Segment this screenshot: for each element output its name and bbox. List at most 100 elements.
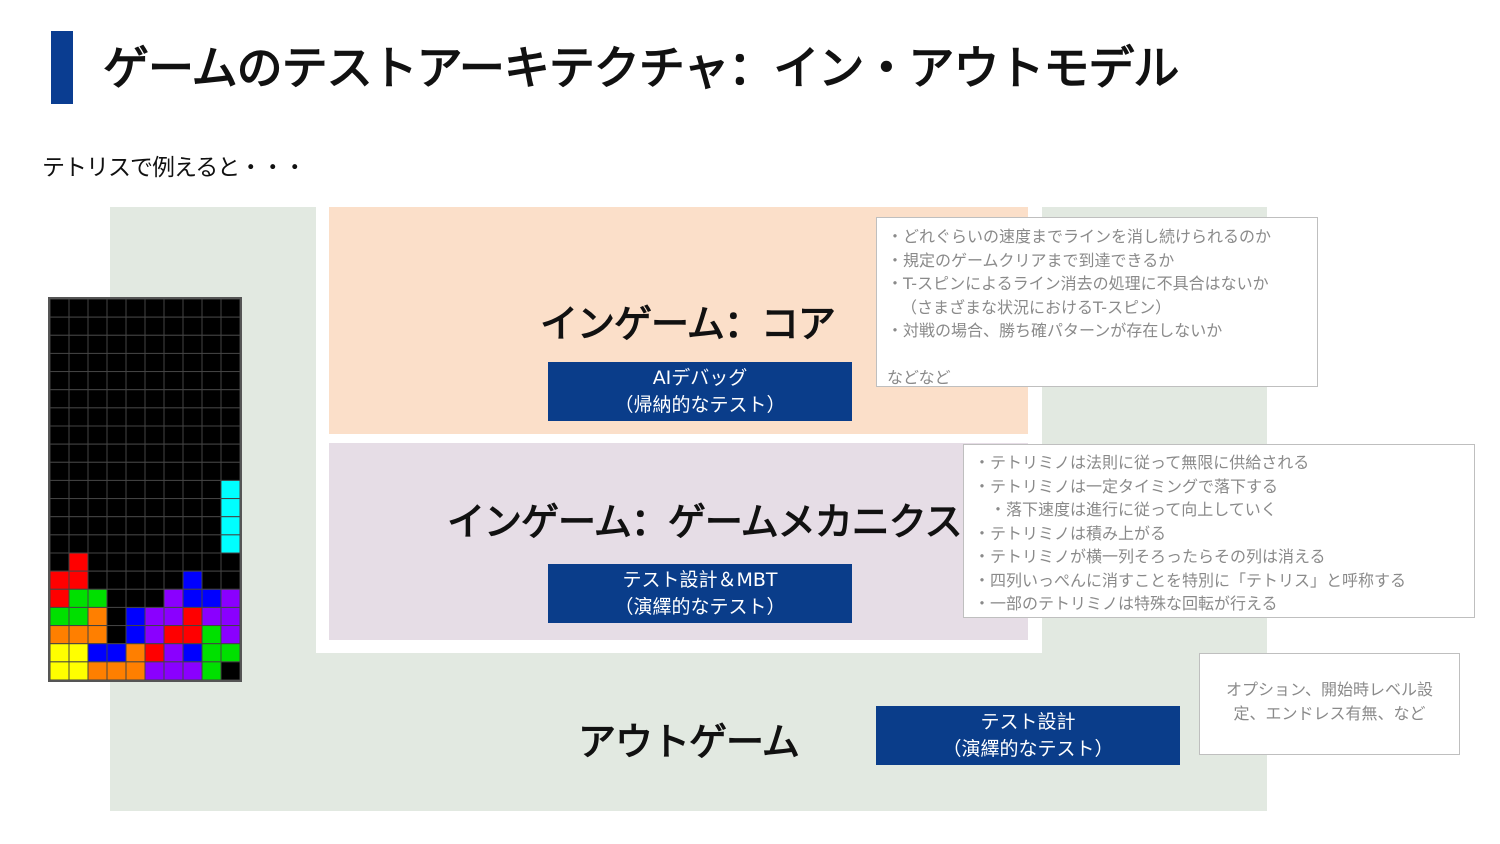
- mechanics-note: ・テトリミノは法則に従って無限に供給される: [974, 453, 1310, 472]
- board-cell-empty: [144, 588, 165, 608]
- board-cell-empty: [125, 443, 146, 463]
- board-cell-empty: [125, 498, 146, 518]
- tetromino-block: [163, 661, 184, 680]
- board-cell-empty: [163, 407, 184, 427]
- tetromino-block: [220, 625, 240, 645]
- board-cell-empty: [144, 407, 165, 427]
- board-cell-empty: [106, 389, 127, 409]
- board-cell-empty: [182, 334, 203, 354]
- tetromino-block: [182, 588, 203, 608]
- board-cell-empty: [50, 352, 70, 373]
- outgame-method-line1: テスト設計: [980, 710, 1076, 733]
- board-cell-empty: [163, 443, 184, 463]
- board-cell-empty: [68, 461, 89, 481]
- tetromino-block: [50, 570, 70, 590]
- board-cell-empty: [201, 516, 222, 536]
- board-cell-empty: [163, 371, 184, 391]
- tetromino-block: [182, 570, 203, 590]
- board-cell-empty: [144, 371, 165, 391]
- board-cell-empty: [144, 334, 165, 354]
- outgame-label: アウトゲーム: [578, 720, 800, 764]
- board-cell-empty: [68, 479, 89, 500]
- mechanics-note: ・四列いっぺんに消すことを特別に「テトリス」と呼称する: [974, 570, 1407, 590]
- ai-debug-line1: AIデバッグ: [652, 366, 748, 389]
- board-cell-empty: [106, 334, 127, 354]
- board-cell-empty: [144, 389, 165, 409]
- board-cell-empty: [201, 570, 222, 590]
- tetromino-block: [182, 625, 203, 645]
- board-cell-empty: [125, 516, 146, 536]
- tetromino-block: [106, 643, 127, 663]
- tetromino-block: [87, 625, 108, 645]
- board-cell-empty: [144, 516, 165, 536]
- board-cell-empty: [68, 371, 89, 391]
- tetromino-block: [68, 606, 89, 627]
- board-cell-empty: [50, 299, 70, 318]
- board-cell-empty: [182, 461, 203, 481]
- board-cell-empty: [144, 498, 165, 518]
- board-cell-empty: [182, 498, 203, 518]
- board-cell-empty: [201, 498, 222, 518]
- tetromino-block: [68, 643, 89, 663]
- test-design-mbt-box: テスト設計＆MBT （演繹的なテスト）: [548, 564, 852, 623]
- board-cell-empty: [182, 479, 203, 500]
- title-accent-bar: [51, 31, 73, 104]
- board-cell-empty: [201, 479, 222, 500]
- board-cell-empty: [87, 425, 108, 445]
- mechanics-note: ・落下速度は進行に従って向上していく: [990, 500, 1277, 519]
- tetromino-block: [50, 606, 70, 627]
- board-cell-empty: [125, 479, 146, 500]
- board-cell-empty: [125, 389, 146, 409]
- board-cell-empty: [68, 443, 89, 463]
- board-cell-empty: [220, 570, 240, 590]
- ai-debug-box: AIデバッグ （帰納的なテスト）: [548, 362, 852, 421]
- board-cell-empty: [106, 498, 127, 518]
- board-cell-empty: [201, 371, 222, 391]
- board-cell-empty: [68, 407, 89, 427]
- tetromino-block: [125, 606, 146, 627]
- tetromino-block: [220, 516, 240, 536]
- board-cell-empty: [163, 461, 184, 481]
- board-cell-empty: [144, 299, 165, 318]
- board-cell-empty: [144, 479, 165, 500]
- board-cell-empty: [106, 352, 127, 373]
- board-cell-empty: [163, 516, 184, 536]
- board-cell-empty: [87, 516, 108, 536]
- board-cell-empty: [125, 407, 146, 427]
- board-cell-empty: [50, 425, 70, 445]
- board-cell-empty: [163, 425, 184, 445]
- board-cell-empty: [201, 316, 222, 336]
- core-note-blank: [887, 343, 1307, 367]
- board-cell-empty: [182, 389, 203, 409]
- core-notes: ・どれぐらいの速度までラインを消し続けられるのか ・規定のゲームクリアまで到達で…: [876, 217, 1318, 387]
- tetromino-block: [144, 625, 165, 645]
- board-cell-empty: [68, 516, 89, 536]
- tetromino-block: [125, 643, 146, 663]
- tetromino-block: [163, 625, 184, 645]
- board-cell-empty: [182, 352, 203, 373]
- board-cell-empty: [50, 389, 70, 409]
- mbt-line1: テスト設計＆MBT: [622, 568, 778, 591]
- board-cell-empty: [182, 552, 203, 572]
- board-cell-empty: [50, 461, 70, 481]
- board-cell-empty: [220, 316, 240, 336]
- board-cell-empty: [125, 552, 146, 572]
- board-cell-empty: [50, 552, 70, 572]
- board-cell-empty: [220, 352, 240, 373]
- tetromino-block: [220, 534, 240, 554]
- board-cell-empty: [50, 516, 70, 536]
- tetromino-block: [182, 606, 203, 627]
- board-cell-empty: [220, 552, 240, 572]
- outgame-note: オプション、開始時レベル設定、エンドレス有無、など: [1225, 680, 1434, 723]
- board-cell-empty: [220, 661, 240, 680]
- board-cell-empty: [163, 299, 184, 318]
- board-cell-empty: [87, 407, 108, 427]
- tetromino-block: [201, 625, 222, 645]
- tetromino-block: [87, 606, 108, 627]
- core-note: などなど: [887, 368, 951, 387]
- board-cell-empty: [163, 334, 184, 354]
- tetromino-block: [50, 661, 70, 680]
- board-cell-empty: [125, 588, 146, 608]
- tetromino-block: [144, 661, 165, 680]
- board-cell-empty: [163, 534, 184, 554]
